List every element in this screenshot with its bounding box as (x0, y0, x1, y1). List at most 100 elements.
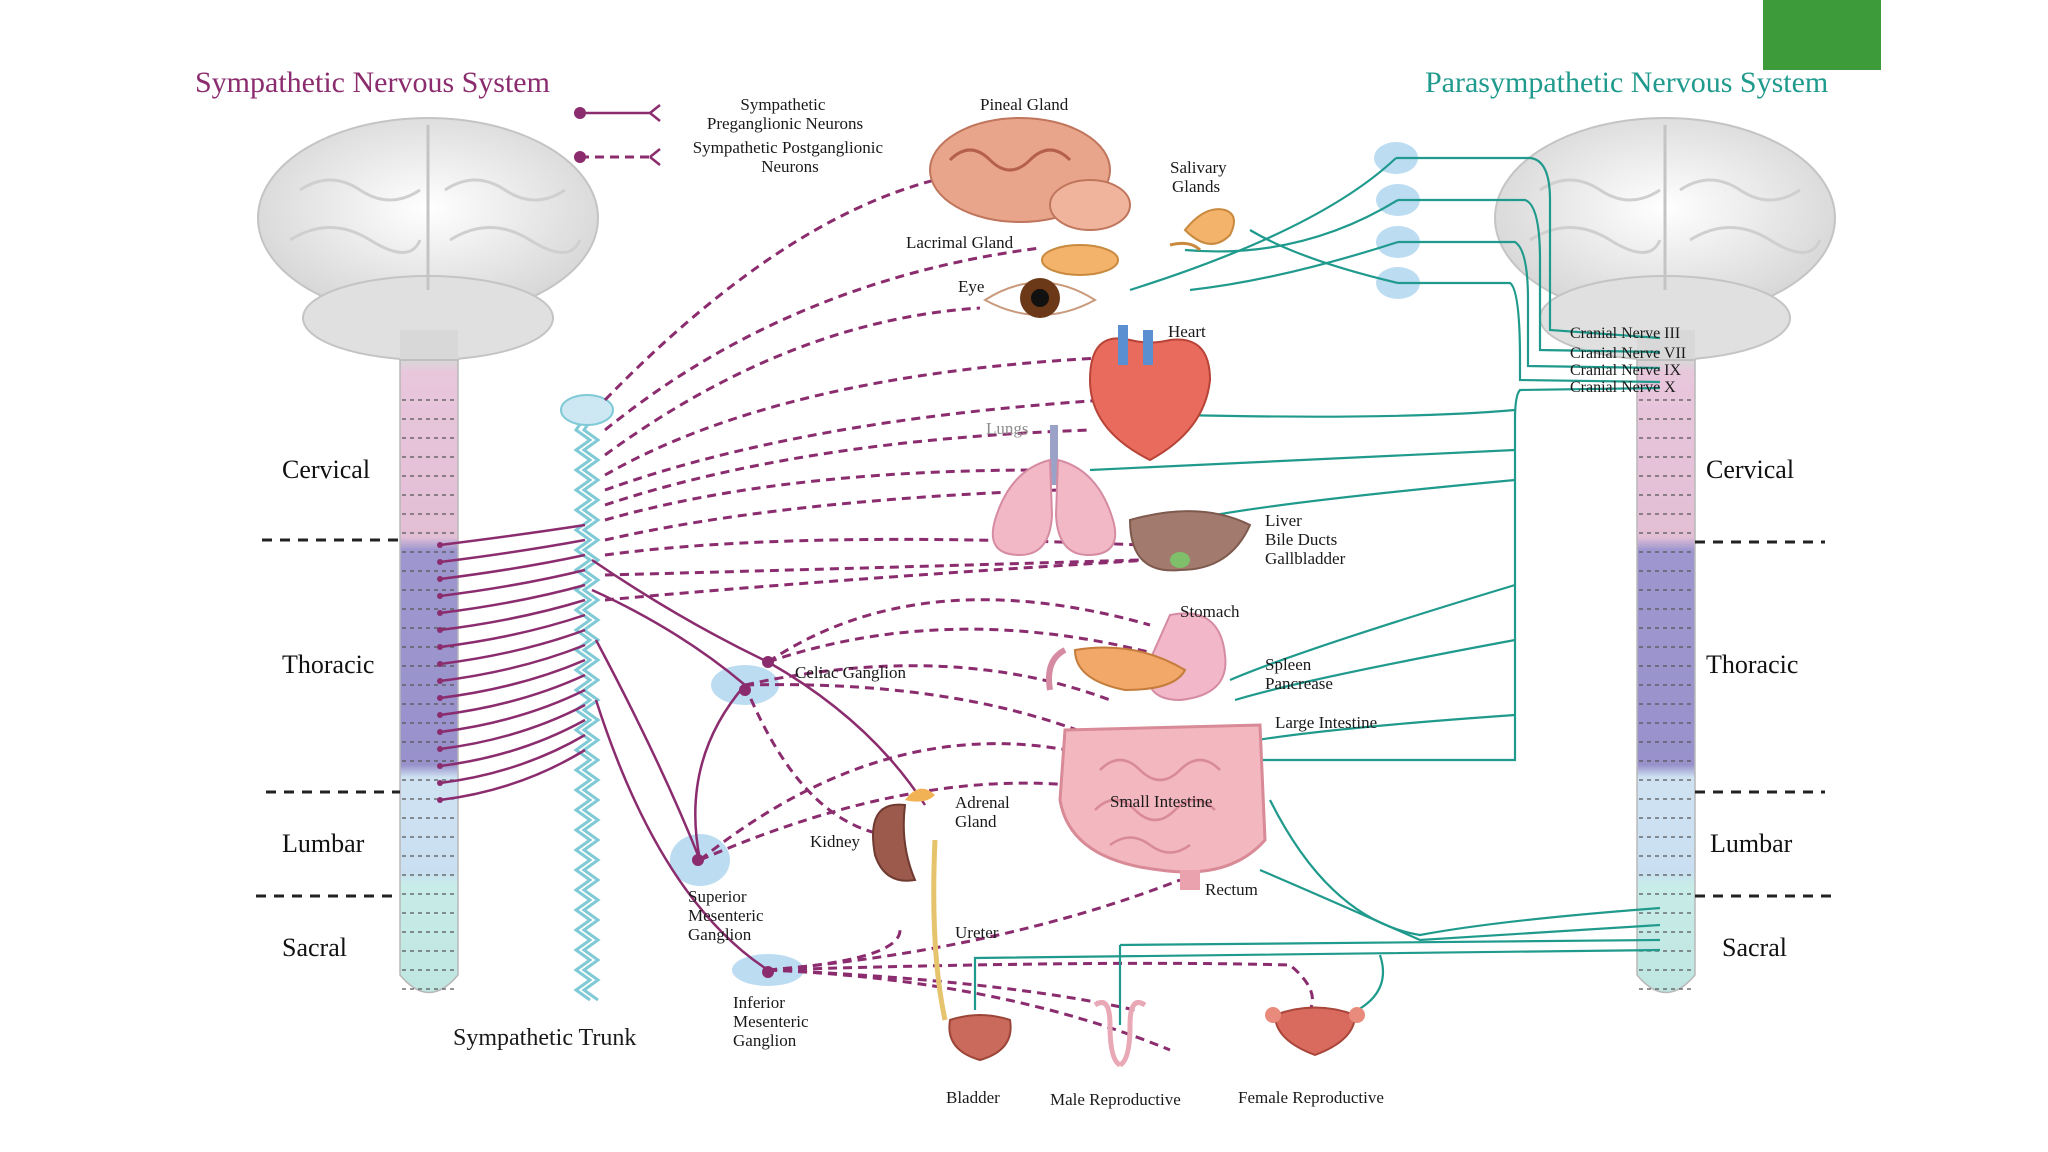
sympathetic-title: Sympathetic Nervous System (195, 66, 550, 99)
sup-mes-line1: Superior (688, 887, 747, 906)
male-reproductive-organ (1093, 1000, 1147, 1068)
preganglionic-legend-terminal (649, 104, 661, 122)
preganglionic-soma (437, 644, 443, 650)
eye-label: Eye (958, 277, 984, 296)
preganglionic-soma (437, 610, 443, 616)
pancreas-label: Pancrease (1265, 674, 1333, 693)
legend: Sympathetic Preganglionic Neurons Sympat… (574, 95, 888, 176)
lacrimal-gland-label: Lacrimal Gland (906, 233, 1014, 252)
preganglionic-soma (437, 542, 443, 548)
preganglionic-soma (437, 559, 443, 565)
adrenal-gland-label: Adrenal Gland (955, 793, 1014, 831)
rectum-label: Rectum (1205, 880, 1258, 899)
preganglionic-fiber (439, 718, 586, 768)
preganglionic-soma (437, 797, 443, 803)
parasympathetic-fibers (973, 142, 1661, 1025)
stomach-label: Stomach (1180, 602, 1240, 621)
right-brain (1494, 117, 1836, 361)
legend-post-line1: Sympathetic Postganglionic (693, 138, 884, 157)
cranial-nerve-ix-label: Cranial Nerve IX (1570, 362, 1682, 379)
salivary-line2: Glands (1172, 177, 1220, 196)
preganglionic-fiber (439, 643, 586, 683)
lungs-organ (991, 425, 1117, 557)
right-brainstem (1637, 330, 1695, 360)
postganglionic-legend-label: Sympathetic Postganglionic Neurons (693, 138, 888, 176)
right-spinal-cord (1636, 359, 1696, 994)
trunk-to-ganglia-paths (591, 558, 927, 978)
preganglionic-soma (437, 729, 443, 735)
female-reproductive-label: Female Reproductive (1238, 1088, 1384, 1107)
inf-mes-line2: Mesenteric (733, 1012, 809, 1031)
gallbladder-label: Gallbladder (1265, 549, 1346, 568)
preganglionic-fiber (439, 703, 586, 751)
cervical-label-left: Cervical (282, 455, 370, 484)
cervical-label-right: Cervical (1706, 455, 1794, 484)
preganglionic-soma (437, 695, 443, 701)
spleen-pancreas-organ (1046, 646, 1187, 692)
preganglionic-fiber (439, 628, 586, 666)
eye-organ (983, 278, 1097, 318)
ureter-label: Ureter (955, 923, 999, 942)
postganglionic-legend-terminal (649, 148, 661, 166)
preganglionic-fiber (439, 688, 586, 734)
heart-label: Heart (1168, 322, 1206, 341)
preganglionic-fiber (439, 733, 586, 785)
preganglionic-fiber (439, 538, 586, 564)
sup-mes-line3: Ganglion (688, 925, 752, 944)
lumbar-label-left: Lumbar (282, 829, 365, 858)
preganglionic-soma (437, 593, 443, 599)
pineal-brain-organ (929, 117, 1131, 231)
thoracic-label-right: Thoracic (1706, 650, 1798, 679)
pineal-gland-label: Pineal Gland (980, 95, 1069, 114)
preganglionic-fiber (439, 568, 586, 598)
heart-organ (1088, 325, 1212, 462)
right-cord-segment-lines (1639, 399, 1693, 990)
preganglionic-fiber (439, 553, 586, 581)
preganglionic-fiber (439, 613, 586, 649)
preganglionic-fiber (439, 673, 586, 717)
preganglionic-legend-label: Sympathetic Preganglionic Neurons (707, 95, 863, 133)
sympathetic-trunk-label: Sympathetic Trunk (453, 1025, 636, 1051)
preganglionic-soma (437, 576, 443, 582)
cranial-nerve-x-label: Cranial Nerve X (1570, 379, 1676, 396)
left-brainstem (400, 330, 458, 360)
preganglionic-soma (437, 627, 443, 633)
male-reproductive-label: Male Reproductive (1050, 1090, 1181, 1109)
preganglionic-fiber (439, 523, 586, 547)
inf-mes-line3: Ganglion (733, 1031, 797, 1050)
adrenal-line1: Adrenal (955, 793, 1010, 812)
inf-mes-line1: Inferior (733, 993, 785, 1012)
legend-pre-line1: Sympathetic (740, 95, 825, 114)
lacrimal-gland-organ (1041, 244, 1119, 276)
bladder-organ (948, 1014, 1012, 1062)
left-spinal-cord (399, 359, 459, 994)
preganglionic-fibers (437, 523, 586, 803)
salivary-glands-organ (1169, 208, 1235, 252)
preganglionic-soma (437, 780, 443, 786)
preganglionic-fiber (439, 598, 586, 632)
cranial-nerve-iii-label: Cranial Nerve III (1570, 325, 1680, 342)
legend-pre-line2: Preganglionic Neurons (707, 114, 863, 133)
intestines-organ (1058, 723, 1267, 890)
liver-label: Liver (1265, 511, 1302, 530)
adrenal-line2: Gland (955, 812, 997, 831)
small-intestine-label: Small Intestine (1110, 792, 1212, 811)
preganglionic-soma (437, 661, 443, 667)
bile-ducts-label: Bile Ducts (1265, 530, 1337, 549)
parasympathetic-title: Parasympathetic Nervous System (1425, 66, 1828, 99)
sacral-label-right: Sacral (1722, 933, 1787, 962)
postganglionic-legend-dot (574, 151, 586, 163)
preganglionic-soma (437, 763, 443, 769)
left-cord-segment-lines (402, 399, 456, 990)
green-accent-box (1763, 0, 1881, 70)
legend-post-line2: Neurons (761, 157, 819, 176)
sup-mes-line2: Mesenteric (688, 906, 764, 925)
cranial-nerve-vii-label: Cranial Nerve VII (1570, 345, 1686, 362)
preganglionic-fiber (439, 748, 586, 802)
kidney-adrenal-organ (872, 788, 948, 1021)
salivary-line1: Salivary (1170, 158, 1227, 177)
superior-mesenteric-ganglion-label: Superior Mesenteric Ganglion (688, 887, 768, 944)
kidney-label: Kidney (810, 832, 861, 851)
preganglionic-soma (437, 678, 443, 684)
